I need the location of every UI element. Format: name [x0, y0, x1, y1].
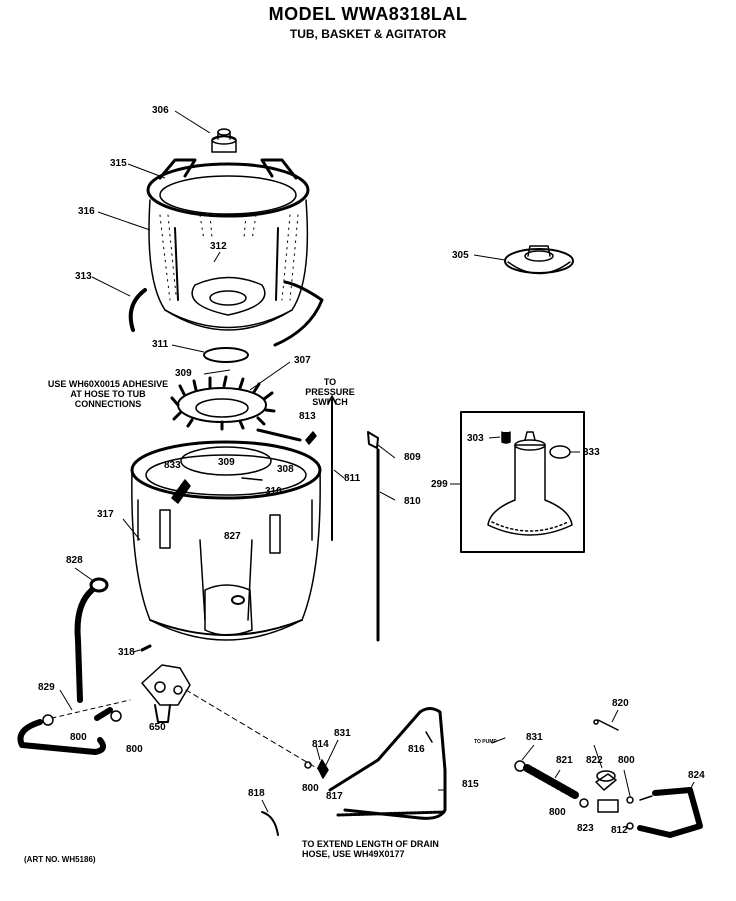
part-label-312: 312	[210, 241, 227, 252]
part-label-315: 315	[110, 158, 127, 169]
part-label-823: 823	[577, 823, 594, 834]
part-label-800-pump: 800	[126, 744, 143, 755]
part-label-316: 316	[78, 206, 95, 217]
splutch-drawing	[170, 375, 276, 431]
diagram-subtitle: TUB, BASKET & AGITATOR	[289, 27, 447, 41]
part-label-818: 818	[248, 788, 265, 799]
part-label-828: 828	[66, 555, 83, 566]
part-label-303: 303	[467, 433, 484, 444]
pump-hose-drawing	[491, 719, 703, 838]
part-label-817: 817	[326, 791, 343, 802]
part-label-827: 827	[224, 531, 241, 542]
part-label-309: 309	[175, 368, 192, 379]
part-label-810: 810	[404, 496, 421, 507]
part-label-811: 811	[344, 473, 361, 484]
clamp-818-drawing	[261, 811, 279, 836]
drain-hose-left-drawing	[17, 577, 113, 755]
part-label-829: 829	[38, 682, 55, 693]
agitator-box	[460, 411, 585, 553]
part-label-815: 815	[462, 779, 479, 790]
part-label-822: 822	[586, 755, 603, 766]
agitator-drawing	[487, 431, 573, 536]
to-pump-note: TO PUMP	[474, 739, 497, 745]
outer-tub-drawing	[130, 428, 322, 641]
fill-hose-drawing	[367, 431, 380, 642]
art-number: (ART NO. WH5186)	[24, 855, 96, 864]
part-label-311: 311	[152, 339, 169, 350]
basket-drawing	[128, 158, 324, 347]
part-label-313: 313	[75, 271, 92, 282]
drain-hose-drawing	[304, 707, 447, 820]
part-label-318: 318	[118, 647, 135, 658]
model-title: MODEL WWA8318LAL	[268, 4, 468, 24]
part-label-800-right: 800	[618, 755, 635, 766]
part-label-308: 308	[277, 464, 294, 475]
pump-drawing	[140, 644, 191, 723]
part-label-333: 333	[583, 447, 600, 458]
hub-cover-drawing	[504, 245, 574, 275]
part-label-299: 299	[431, 479, 448, 490]
part-label-821: 821	[556, 755, 573, 766]
part-label-814: 814	[312, 739, 329, 750]
part-label-309-lower: 309	[218, 457, 235, 468]
part-label-812: 812	[611, 825, 628, 836]
part-label-650: 650	[149, 722, 166, 733]
part-label-317: 317	[97, 509, 114, 520]
part-label-824: 824	[688, 770, 705, 781]
part-label-809: 809	[404, 452, 421, 463]
part-label-820: 820	[612, 698, 629, 709]
part-label-310: 310	[265, 486, 282, 497]
part-label-831-right: 831	[526, 732, 543, 743]
part-label-307: 307	[294, 355, 311, 366]
part-label-813: 813	[299, 411, 316, 422]
part-label-800-bottom: 800	[549, 807, 566, 818]
part-label-831: 831	[334, 728, 351, 739]
part-label-816: 816	[408, 744, 425, 755]
part-label-800-drain: 800	[302, 783, 319, 794]
part-label-800-left: 800	[70, 732, 87, 743]
snap-ring-drawing	[203, 347, 249, 363]
clip-813-drawing	[305, 431, 317, 445]
part-label-306: 306	[152, 105, 169, 116]
agitator-cap-drawing	[211, 128, 237, 153]
part-label-305: 305	[452, 250, 469, 261]
part-label-833: 833	[164, 460, 181, 471]
